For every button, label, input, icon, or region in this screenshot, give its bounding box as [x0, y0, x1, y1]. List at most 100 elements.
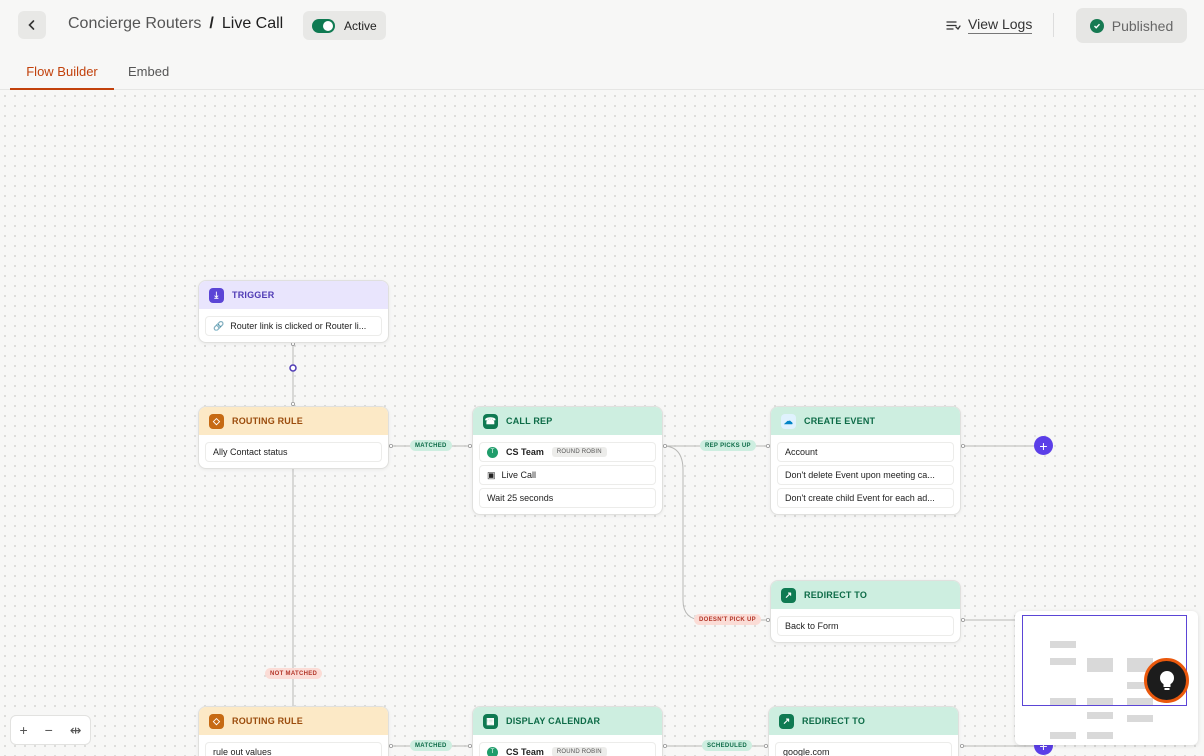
- view-logs-button[interactable]: View Logs: [946, 16, 1033, 34]
- node-redirect-to[interactable]: ↗ REDIRECT TO Back to Form: [770, 580, 961, 643]
- node-row-team[interactable]: T CS Team ROUND ROBIN: [479, 442, 656, 462]
- logs-icon: [946, 20, 961, 30]
- diamond-icon: ◇: [209, 713, 224, 729]
- node-trigger[interactable]: ⤓ TRIGGER 🔗 Router link is clicked or Ro…: [198, 280, 389, 343]
- node-header: ↗ REDIRECT TO: [769, 707, 958, 735]
- round-robin-badge: ROUND ROBIN: [551, 747, 607, 756]
- edge-label-scheduled: SCHEDULED: [702, 740, 753, 751]
- minimap-node: [1087, 658, 1113, 672]
- row-text: Account: [785, 447, 818, 457]
- node-header: ⤓ TRIGGER: [199, 281, 388, 309]
- node-header: ↗ REDIRECT TO: [771, 581, 960, 609]
- row-text: Ally Contact status: [213, 447, 288, 457]
- node-title: TRIGGER: [232, 290, 275, 300]
- breadcrumb-separator: /: [209, 15, 214, 32]
- view-logs-label: View Logs: [968, 16, 1033, 34]
- lightbulb-icon: [1159, 670, 1174, 690]
- row-text: google.com: [783, 747, 830, 756]
- header-divider: [1053, 13, 1054, 37]
- team-name: CS Team: [506, 447, 544, 457]
- node-row-team[interactable]: T CS Team ROUND ROBIN: [479, 742, 656, 756]
- connector-dot: [289, 364, 297, 372]
- link-icon: 🔗: [213, 320, 225, 331]
- row-text: Wait 25 seconds: [487, 493, 554, 503]
- node-header: ◇ ROUTING RULE: [199, 707, 388, 735]
- node-row[interactable]: Don't delete Event upon meeting ca...: [777, 465, 954, 485]
- edge-label-matched: MATCHED: [410, 440, 452, 451]
- node-row[interactable]: rule out values: [205, 742, 382, 756]
- published-label: Published: [1111, 17, 1174, 34]
- node-row[interactable]: Don't create child Event for each ad...: [777, 488, 954, 508]
- node-row[interactable]: Wait 25 seconds: [479, 488, 656, 508]
- breadcrumb-parent[interactable]: Concierge Routers: [68, 15, 202, 32]
- tab-embed[interactable]: Embed: [128, 64, 170, 79]
- node-title: REDIRECT TO: [802, 716, 866, 726]
- minimap-node: [1050, 641, 1076, 648]
- row-text: Live Call: [501, 470, 537, 480]
- calendar-grid-icon: ▦: [483, 713, 498, 729]
- node-row[interactable]: ▣ Live Call: [479, 465, 656, 485]
- back-button[interactable]: [18, 11, 46, 39]
- node-title: ROUTING RULE: [232, 416, 303, 426]
- minimap-node: [1050, 732, 1076, 739]
- node-header: ◇ ROUTING RULE: [199, 407, 388, 435]
- minimap-node: [1050, 658, 1076, 665]
- node-create-event[interactable]: ☁ CREATE EVENT Account Don't delete Even…: [770, 406, 961, 515]
- published-button[interactable]: Published: [1076, 8, 1187, 43]
- zoom-controls: + − ⇹: [10, 715, 91, 745]
- node-title: CALL REP: [506, 416, 553, 426]
- round-robin-badge: ROUND ROBIN: [551, 447, 607, 457]
- tab-flow-builder[interactable]: Flow Builder: [10, 64, 114, 90]
- top-header: Concierge Routers / Live Call Active Vie…: [0, 0, 1204, 90]
- edge-label-rep-picks-up: REP PICKS UP: [700, 440, 756, 451]
- edge-label-doesnt-pick-up: DOESN'T PICK UP: [694, 614, 761, 625]
- help-lightbulb-button[interactable]: [1144, 658, 1189, 703]
- row-text: rule out values: [213, 747, 272, 756]
- node-row[interactable]: Back to Form: [777, 616, 954, 636]
- node-row[interactable]: 🔗 Router link is clicked or Router li...: [205, 316, 382, 336]
- node-header: ☎ CALL REP: [473, 407, 662, 435]
- node-title: DISPLAY CALENDAR: [506, 716, 601, 726]
- check-circle-icon: [1089, 18, 1104, 33]
- avatar: T: [487, 746, 498, 756]
- external-link-icon: ↗: [781, 587, 796, 603]
- phone-icon: ☎: [483, 413, 498, 429]
- add-step-button[interactable]: +: [1034, 436, 1053, 455]
- minimap-node: [1087, 712, 1113, 719]
- node-row[interactable]: google.com: [775, 742, 952, 756]
- edge-label-matched-2: MATCHED: [410, 740, 452, 751]
- download-arrow-icon: ⤓: [209, 287, 224, 303]
- page-title: Live Call: [221, 15, 284, 32]
- row-text: Router link is clicked or Router li...: [230, 321, 367, 331]
- node-redirect-to-2[interactable]: ↗ REDIRECT TO google.com: [768, 706, 959, 756]
- calendar-icon: ▣: [487, 469, 496, 480]
- avatar: T: [487, 446, 498, 458]
- minimap-viewport[interactable]: [1022, 615, 1187, 706]
- node-routing-rule[interactable]: ◇ ROUTING RULE Ally Contact status: [198, 406, 389, 469]
- toggle-switch[interactable]: [312, 18, 335, 33]
- row-text: Don't create child Event for each ad...: [785, 493, 935, 503]
- diamond-icon: ◇: [209, 413, 224, 429]
- chevron-left-icon: [28, 20, 35, 30]
- row-text: Back to Form: [785, 621, 839, 631]
- minimap-node: [1087, 732, 1113, 739]
- minimap-node: [1127, 715, 1153, 722]
- minimap-node: [1050, 698, 1076, 705]
- cloud-icon: ☁: [781, 413, 796, 429]
- node-display-calendar[interactable]: ▦ DISPLAY CALENDAR T CS Team ROUND ROBIN: [472, 706, 663, 756]
- team-name: CS Team: [506, 747, 544, 756]
- node-routing-rule-2[interactable]: ◇ ROUTING RULE rule out values: [198, 706, 389, 756]
- zoom-out-button[interactable]: −: [44, 722, 53, 738]
- node-header: ☁ CREATE EVENT: [771, 407, 960, 435]
- fit-view-button[interactable]: ⇹: [69, 721, 82, 738]
- minimap-node: [1127, 682, 1153, 689]
- node-call-rep[interactable]: ☎ CALL REP T CS Team ROUND ROBIN ▣ Live …: [472, 406, 663, 515]
- active-toggle[interactable]: Active: [303, 11, 386, 40]
- minimap-node: [1127, 698, 1153, 705]
- node-row[interactable]: Account: [777, 442, 954, 462]
- active-label: Active: [344, 18, 377, 33]
- node-row[interactable]: Ally Contact status: [205, 442, 382, 462]
- edge-label-not-matched: NOT MATCHED: [265, 668, 323, 679]
- breadcrumb: Concierge Routers / Live Call: [68, 15, 283, 33]
- zoom-in-button[interactable]: +: [19, 722, 28, 738]
